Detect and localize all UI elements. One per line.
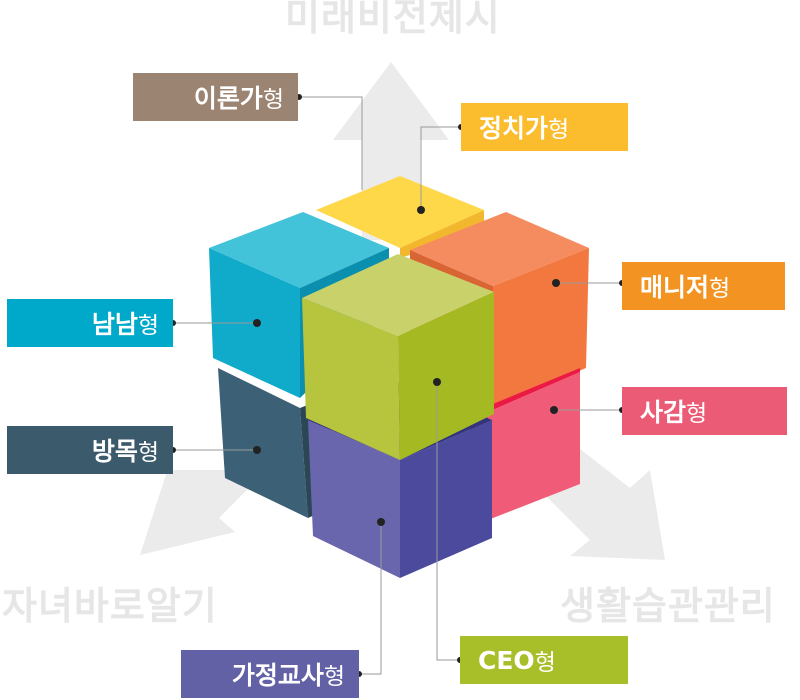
connector-tutor	[359, 522, 382, 675]
label-tutor-suffix: 형	[323, 664, 345, 690]
dot-ceo-end	[433, 378, 441, 386]
background-text-habit-management: 생활습관관리	[560, 584, 776, 628]
connector-ceo	[436, 382, 460, 661]
dot-sagam-end	[550, 406, 558, 414]
dot-tutor-end	[377, 518, 385, 526]
dot-political-end	[417, 206, 425, 214]
label-ceo-main: CEO	[478, 645, 535, 675]
label-theorist-suffix: 형	[262, 87, 284, 113]
dot-namnam-end	[253, 319, 261, 327]
label-manager-suffix: 형	[709, 276, 731, 302]
label-namnam-suffix: 형	[137, 313, 159, 339]
background-text-know-children: 자녀바로알기	[2, 584, 218, 628]
connector-political	[420, 126, 461, 210]
cube-ceo	[302, 254, 494, 460]
label-political-main: 정치가	[479, 114, 549, 143]
connector-theorist	[299, 96, 363, 190]
dot-manager-end	[552, 279, 560, 287]
label-political-suffix: 형	[548, 117, 570, 143]
label-tutor-main: 가정교사	[231, 661, 324, 690]
label-manager-main: 매니저	[640, 273, 710, 302]
label-sagam-main: 사감	[640, 398, 687, 427]
label-bangmok-suffix: 형	[137, 440, 159, 466]
label-sagam-suffix: 형	[686, 401, 708, 427]
dot-bangmok-end	[253, 446, 261, 454]
label-ceo-suffix: 형	[534, 650, 556, 676]
background-text-future-vision: 미래비전제시	[285, 0, 501, 39]
label-theorist-main: 이론가	[193, 84, 263, 113]
label-bangmok-main: 방목	[91, 437, 138, 466]
label-namnam-main: 남남	[91, 310, 138, 339]
